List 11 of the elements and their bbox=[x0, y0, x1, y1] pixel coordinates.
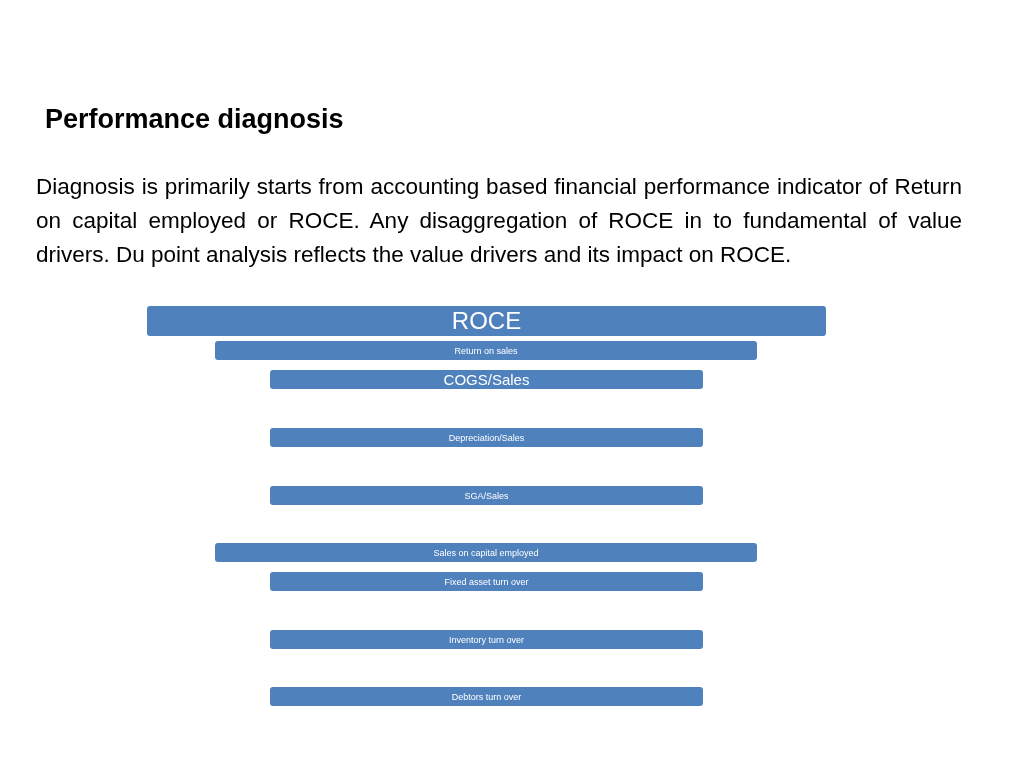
metric-bar: Depreciation/Sales bbox=[270, 428, 703, 447]
metric-bar: SGA/Sales bbox=[270, 486, 703, 505]
metric-bar: Sales on capital employed bbox=[215, 543, 757, 562]
body-paragraph: Diagnosis is primarily starts from accounting based financial performance indicator of Return on capital employed or ROCE. Any disaggregation of ROCE in to fundamental of value drivers. Du point analysis reflects the value drivers and its impact on ROCE. bbox=[36, 173, 962, 269]
metric-bar: COGS/Sales bbox=[270, 370, 703, 389]
metric-bar: ROCE bbox=[147, 306, 826, 336]
metric-bar: Fixed asset turn over bbox=[270, 572, 703, 591]
slide-title: Performance diagnosis bbox=[45, 104, 344, 135]
metric-bar: Debtors turn over bbox=[270, 687, 703, 706]
metric-bar: Return on sales bbox=[215, 341, 757, 360]
metric-bar: Inventory turn over bbox=[270, 630, 703, 649]
